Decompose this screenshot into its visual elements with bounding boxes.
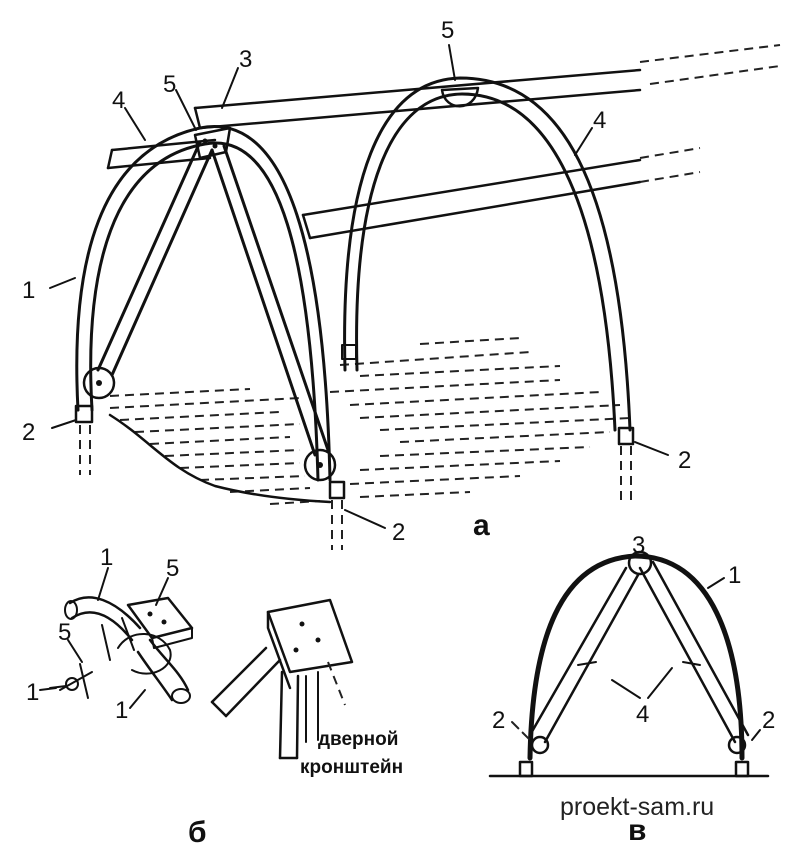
callout-joint-left: 5 bbox=[163, 71, 176, 98]
callout-peg-left: 2 bbox=[22, 419, 35, 446]
door-bracket-drawing bbox=[210, 598, 354, 760]
callout-arc: 1 bbox=[22, 277, 35, 304]
side-rail bbox=[301, 147, 701, 240]
caption-line-1: дверной bbox=[318, 729, 398, 750]
ground-edge bbox=[108, 413, 332, 504]
callout-arc: 1 bbox=[728, 562, 741, 589]
front-arc bbox=[75, 125, 332, 482]
watermark: proekt-sam.ru bbox=[560, 793, 714, 821]
peg-right bbox=[617, 426, 635, 505]
callout-peg-right: 2 bbox=[678, 447, 691, 474]
peg-left bbox=[518, 760, 534, 778]
left-joint bbox=[530, 735, 550, 755]
caption-line-2: кронштейн bbox=[300, 757, 403, 778]
rear-top-joint bbox=[440, 86, 480, 108]
callout-pipe-top: 1 bbox=[100, 544, 113, 571]
peg-front bbox=[328, 480, 346, 550]
right-joint bbox=[727, 735, 747, 755]
callout-peg-left: 2 bbox=[492, 707, 505, 734]
callout-pipe-bottom: 1 bbox=[115, 697, 128, 724]
rear-arc bbox=[341, 76, 632, 432]
callout-ridge-beam: 3 bbox=[239, 46, 252, 73]
callout-brace-left: 4 bbox=[112, 87, 125, 114]
front-braces bbox=[96, 140, 330, 457]
braces bbox=[528, 560, 750, 744]
callout-pipe-small: 1 bbox=[26, 679, 39, 706]
ridge-joint bbox=[627, 550, 653, 576]
callout-rail-right: 4 bbox=[593, 107, 606, 134]
front-top-joint bbox=[193, 126, 232, 160]
callout-braces: 4 bbox=[636, 701, 649, 728]
figure-a: 1 2 2 2 3 4 4 5 5 а bbox=[22, 17, 781, 550]
panel-letter-a: а bbox=[473, 509, 490, 542]
panel-letter-b: б bbox=[188, 816, 207, 849]
panel-letter-c: в bbox=[628, 814, 646, 847]
callout-bracket-small: 5 bbox=[58, 619, 71, 646]
right-bottom-joint bbox=[303, 448, 337, 482]
arc bbox=[527, 553, 745, 761]
ground-hatching bbox=[109, 337, 631, 505]
peg-left bbox=[74, 404, 94, 475]
left-bottom-joint bbox=[82, 366, 116, 400]
figure-b: 1 5 5 1 1 дверной кронштейн б bbox=[26, 544, 403, 849]
figure-b-leaders bbox=[39, 567, 169, 709]
pipe-assembly bbox=[64, 596, 191, 704]
bracket-plate bbox=[126, 596, 194, 649]
callout-peg-front: 2 bbox=[392, 519, 405, 546]
leader-lines bbox=[49, 44, 669, 529]
callout-joint-right: 5 bbox=[441, 17, 454, 44]
small-schematic bbox=[49, 663, 93, 699]
callout-bracket-top: 5 bbox=[166, 555, 179, 582]
peg-right bbox=[734, 760, 750, 778]
callout-peg-right: 2 bbox=[762, 707, 775, 734]
callout-ridge: 3 bbox=[632, 532, 645, 559]
figure-c-leaders bbox=[511, 577, 761, 743]
figure-c: 3 1 4 2 2 в bbox=[488, 532, 775, 847]
ridge-beam bbox=[193, 44, 781, 130]
